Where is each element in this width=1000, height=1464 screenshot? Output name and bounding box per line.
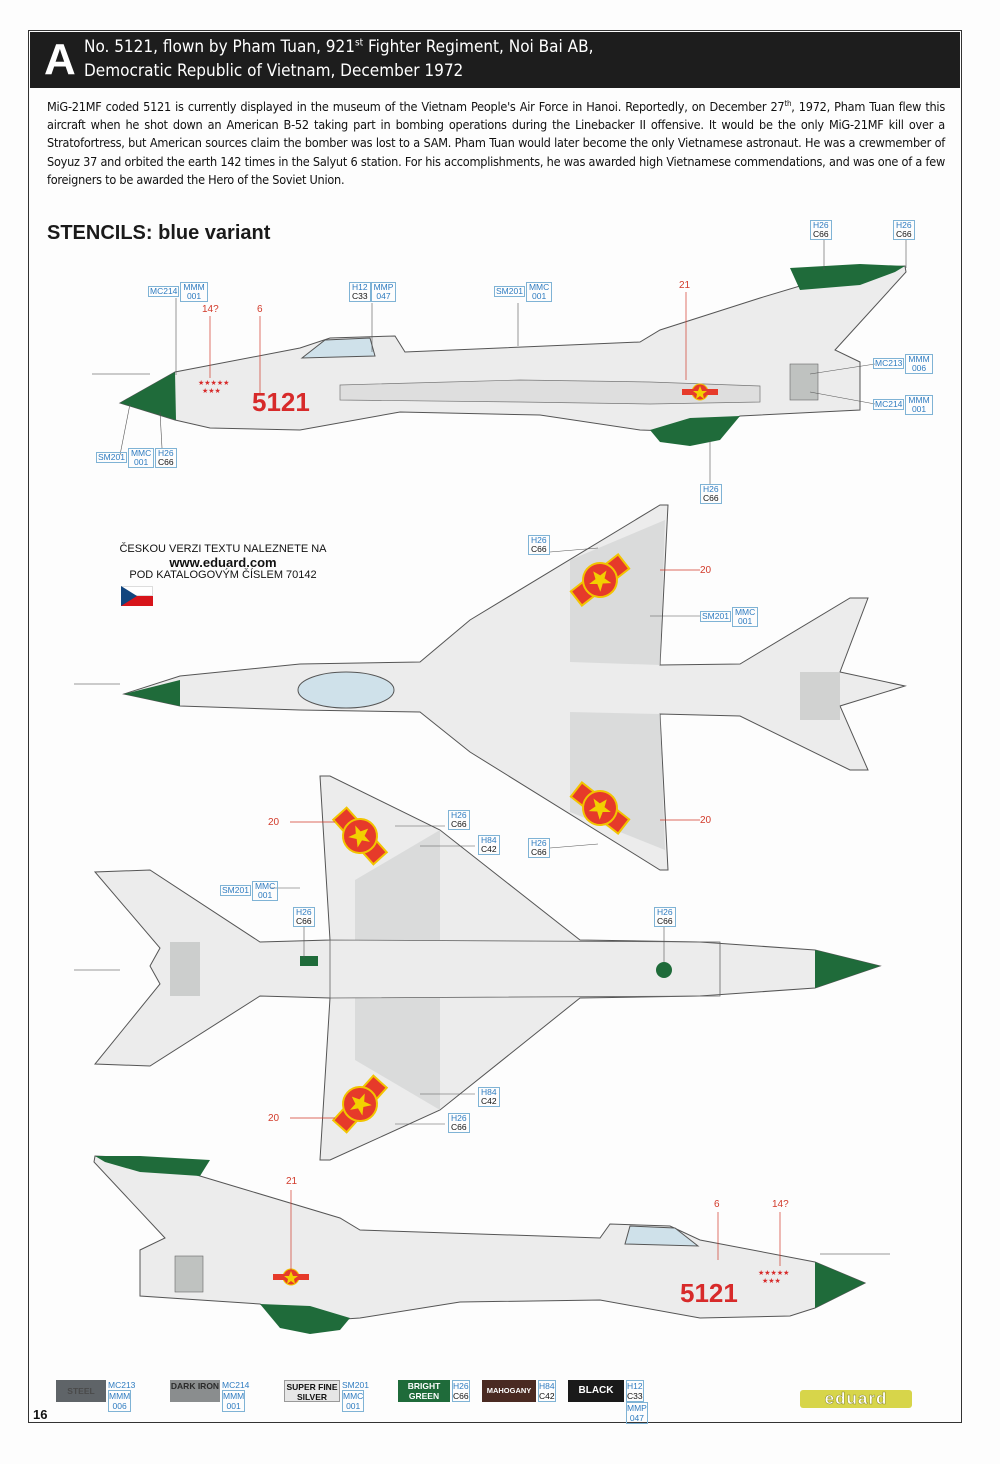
marker-21-right: 21	[286, 1176, 298, 1187]
marker-20-top-lower: 20	[700, 815, 712, 826]
kill-stars-left-row1: ★★★★★	[198, 379, 229, 387]
kill-stars-right-row2: ★★★	[762, 1277, 781, 1285]
bottom-view	[74, 775, 882, 1161]
kill-stars-left-row2: ★★★	[202, 387, 221, 395]
legend-swatch-bright-green: BRIGHT GREEN	[398, 1380, 450, 1402]
profile-title-line2: Democratic Republic of Vietnam, December…	[84, 61, 464, 81]
legend-swatch-mahogany: MAHOGANY	[482, 1380, 536, 1402]
page-frame	[28, 30, 962, 1423]
eduard-logo: eduard	[800, 1389, 912, 1408]
marker-20-bottom-lower: 20	[268, 1113, 280, 1124]
marker-14-right: 14?	[772, 1199, 789, 1210]
aircraft-code-left: 5121	[252, 387, 310, 417]
marker-14-left: 14?	[202, 304, 219, 315]
profile-letter: A	[44, 35, 76, 84]
legend-swatch-super-fine-silver: SUPER FINE SILVER	[284, 1380, 340, 1402]
legend-swatch-steel: STEEL	[56, 1380, 106, 1402]
legend-swatch-dark-iron: DARK IRON	[170, 1380, 220, 1402]
marker-6-right: 6	[714, 1199, 720, 1210]
right-side-view: 5121 ★★★★★ ★★★	[93, 1155, 890, 1334]
czech-note-url[interactable]: www.eduard.com	[169, 555, 277, 570]
czech-note-line3: POD KATALOGOVÝM ČÍSLEM 70142	[129, 569, 317, 581]
star-roundel-side-left	[682, 383, 718, 401]
page-number: 16	[33, 1407, 48, 1422]
marker-20-bottom-upper: 20	[268, 817, 280, 828]
legend-swatch-black: BLACK	[568, 1380, 624, 1402]
top-view	[74, 504, 907, 871]
czech-note-line1: ČESKOU VERZI TEXTU NALEZNETE NA	[119, 543, 327, 555]
profile-header: A No. 5121, flown by Pham Tuan, 921st Fi…	[30, 32, 960, 88]
stencils-heading: STENCILS: blue variant	[47, 222, 271, 244]
czech-flag-icon	[121, 586, 153, 606]
marker-21-left: 21	[679, 280, 691, 291]
aircraft-code-right: 5121	[680, 1278, 738, 1308]
left-side-view: 5121 ★★★★★ ★★★	[92, 240, 907, 484]
profile-description: MiG-21MF coded 5121 is currently display…	[47, 98, 945, 187]
czech-note: ČESKOU VERZI TEXTU NALEZNETE NA www.edua…	[118, 543, 328, 582]
marker-20-top-upper: 20	[700, 565, 712, 576]
marker-6-left: 6	[257, 304, 263, 315]
kill-stars-right-row1: ★★★★★	[758, 1269, 789, 1277]
profile-title-line1: No. 5121, flown by Pham Tuan, 921st Figh…	[84, 37, 594, 57]
